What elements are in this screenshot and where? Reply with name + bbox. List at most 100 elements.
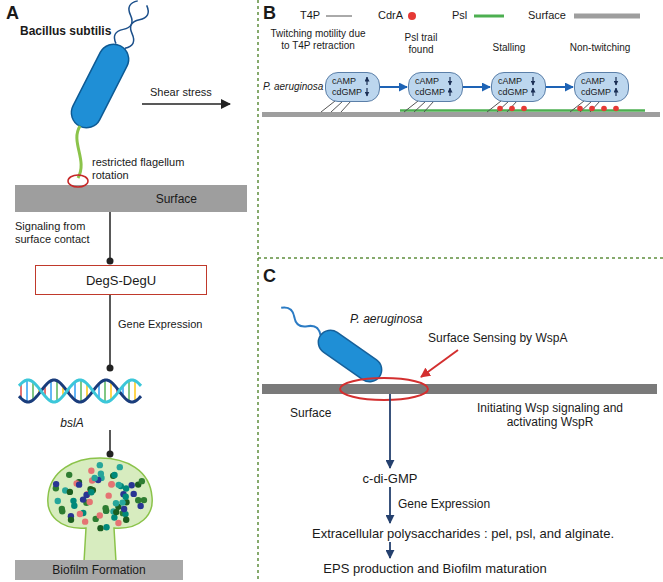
flagellum	[112, 0, 143, 46]
callout-text: Surface Sensing by WspA	[428, 331, 618, 345]
flow-connector	[109, 295, 111, 368]
flow-connector	[546, 86, 573, 88]
base-pair	[50, 381, 52, 402]
stage-label: Non-twitching	[562, 42, 638, 54]
bacterium-cell: cAMPcdGMP	[574, 72, 629, 102]
annotation: restricted flagellum rotation	[92, 156, 200, 182]
base-pair	[26, 380, 28, 402]
level-arrow	[532, 88, 533, 96]
panel-divider	[258, 257, 663, 259]
bacterium-cell: cAMPcdGMP	[325, 72, 380, 102]
dna-helix	[15, 372, 145, 410]
bacillus-cell	[66, 0, 155, 133]
cdra-dot	[601, 106, 607, 112]
base-pair	[74, 382, 76, 400]
messenger-name: cdGMP	[581, 87, 611, 98]
flagellum	[120, 3, 151, 50]
cdra-group	[497, 106, 619, 112]
legend-text: T4P	[300, 9, 320, 21]
gene-name: bslA	[60, 416, 83, 430]
process-text: EPS production and Biofilm maturation	[323, 561, 546, 576]
surface-label: Surface	[156, 192, 197, 206]
flow-connector	[389, 542, 391, 558]
base-pair	[80, 380, 82, 402]
legend-swatch	[408, 12, 416, 20]
legend-sample-line	[574, 14, 640, 19]
organism-name: P. aeruginosa	[350, 312, 450, 326]
level-arrow	[366, 88, 367, 96]
legend-text: Surface	[528, 9, 566, 21]
organism-name: Bacillus subtilis	[20, 24, 150, 38]
contact-circle	[68, 175, 88, 187]
level-arrow	[615, 77, 616, 85]
organism-name: P. aeruginosa	[263, 81, 325, 93]
pilus-line	[497, 101, 509, 112]
gene-helix: bslA	[15, 372, 145, 430]
flow-connector	[109, 212, 111, 261]
base-pair	[110, 382, 112, 400]
cell-body	[66, 39, 134, 133]
regulator-box: DegS-DegU	[35, 265, 207, 295]
pilus-line	[414, 101, 426, 112]
base-pair	[56, 381, 58, 402]
flagellum	[279, 305, 323, 339]
flow-connector	[109, 430, 111, 454]
sensing-ellipse	[340, 378, 428, 400]
process-step: Extracellular polysaccharides : pel, psl…	[268, 524, 658, 542]
pilus-line	[507, 101, 517, 112]
shear-arrow	[142, 103, 230, 105]
panel-divider	[257, 0, 259, 582]
signal-molecule: c-di-GMP	[350, 469, 430, 487]
surface-line	[262, 112, 660, 117]
surface-band: Surface	[262, 384, 657, 394]
cdra-dot	[613, 106, 619, 112]
messenger-name: cdGMP	[498, 87, 528, 98]
edge-label: Gene Expression	[118, 318, 228, 331]
edge-label: Signaling from surface contact	[15, 220, 107, 246]
flow-connector	[389, 487, 391, 523]
force-label: Shear stress	[150, 86, 235, 99]
pilus-line	[341, 101, 351, 112]
biofilm-bar: Biofilm Formation	[15, 458, 183, 580]
cdra-dot	[497, 106, 503, 112]
outcome-label: Biofilm Formation	[52, 560, 145, 580]
flow-connector	[463, 86, 490, 88]
cdra-dot	[589, 106, 595, 112]
level-arrow	[449, 88, 450, 96]
flow-connector	[380, 86, 407, 88]
surface-flagellum	[77, 126, 81, 178]
dna-strand	[19, 380, 141, 402]
level-arrow	[615, 88, 616, 96]
regulator-name: DegS-DegU	[86, 273, 156, 288]
process-text: Extracellular polysaccharides : pel, psl…	[312, 526, 614, 541]
pseudomonas-cell	[274, 298, 386, 386]
cell-body	[314, 326, 387, 387]
bacterium-cell: cAMPcdGMP	[491, 72, 546, 102]
process-step: EPS production and Biofilm maturation	[290, 559, 580, 577]
legend-sample-line	[474, 15, 504, 18]
cdra-dot	[509, 106, 515, 112]
messenger-name: cAMP	[332, 76, 356, 87]
level-arrow	[366, 77, 367, 85]
dna-strand	[19, 380, 141, 402]
molecule-name: c-di-GMP	[363, 471, 418, 486]
base-pair	[104, 380, 106, 402]
pilus-line	[424, 101, 434, 112]
surface-label: Surface	[290, 406, 331, 420]
base-pair	[32, 382, 34, 400]
messenger-name: cAMP	[415, 76, 439, 87]
cdra-dot	[521, 106, 527, 112]
cdra-dot	[577, 106, 583, 112]
flow-connector	[389, 394, 391, 468]
level-arrow	[532, 77, 533, 85]
edge-label: Initiating Wsp signaling and activating …	[455, 401, 645, 430]
messenger-name: cdGMP	[332, 87, 362, 98]
legend-text: CdrA	[378, 9, 403, 21]
panel-letter: A	[6, 3, 36, 25]
stage-label: Stalling	[478, 42, 540, 54]
pili-group	[321, 101, 600, 112]
pilus-line	[590, 101, 600, 112]
stage-label: Psl trail found	[392, 32, 450, 56]
callout-arrow	[421, 350, 458, 377]
